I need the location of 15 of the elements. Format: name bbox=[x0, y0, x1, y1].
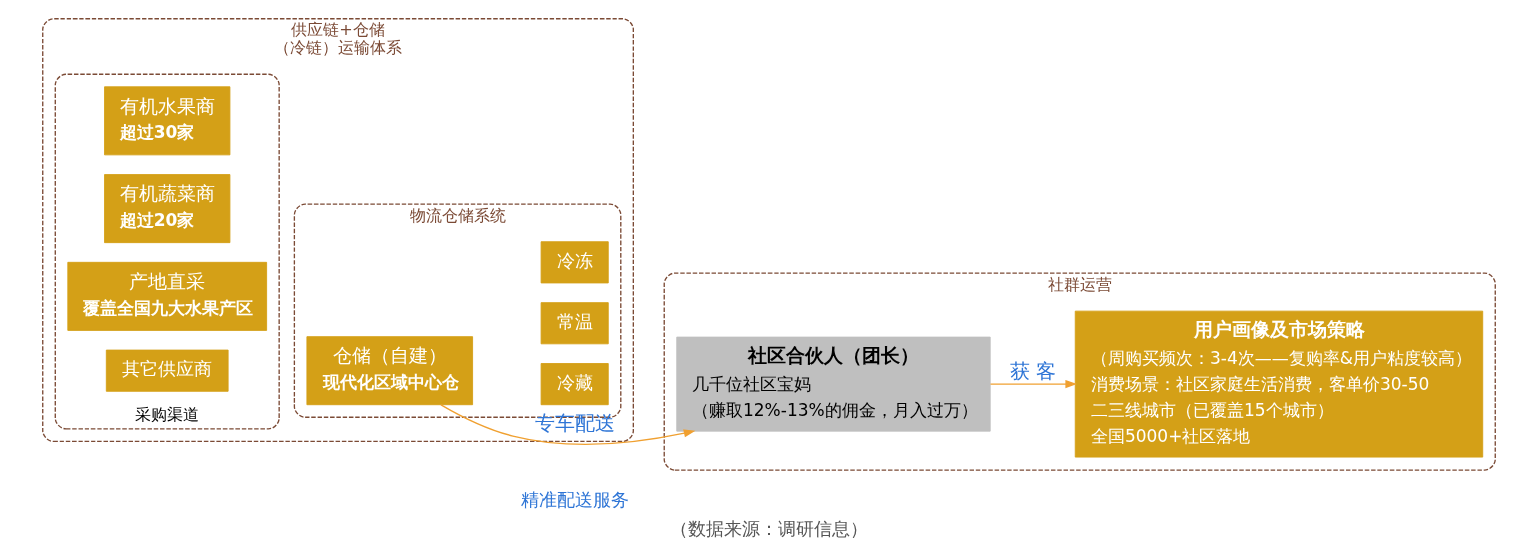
caption: （数据来源：调研信息） bbox=[670, 518, 868, 540]
node-box: 有机蔬菜商 超过20家 bbox=[104, 174, 231, 244]
arrow bbox=[989, 380, 1078, 389]
node-box: 用户画像及市场策略 （周购买频次：3-4次——复购率&用户粘度较高） 消费场景：社区家庭生活消费，客单价30-50 二三线城市（已覆盖15个城市） 全国5000+社区落地 bbox=[1074, 310, 1484, 458]
label: 精准配送服务 bbox=[520, 488, 629, 510]
arrow bbox=[440, 404, 696, 446]
edge-label: 获 客 bbox=[1009, 360, 1056, 384]
node-box: 产地直采 覆盖全国九大水果产区 bbox=[67, 261, 268, 331]
node-box: 冷冻 bbox=[540, 241, 609, 284]
node-box: 仓储（自建） 现代化区域中心仓 bbox=[306, 336, 474, 406]
node-box: 有机水果商 超过30家 bbox=[104, 86, 231, 156]
node-box: 冷藏 bbox=[540, 363, 609, 406]
node-box: 其它供应商 bbox=[105, 349, 229, 392]
node-box: 社区合伙人（团长） 几千位社区宝妈 （赚取12%-13%的佣金，月入过万） bbox=[676, 336, 991, 432]
node-box: 常温 bbox=[540, 302, 609, 345]
